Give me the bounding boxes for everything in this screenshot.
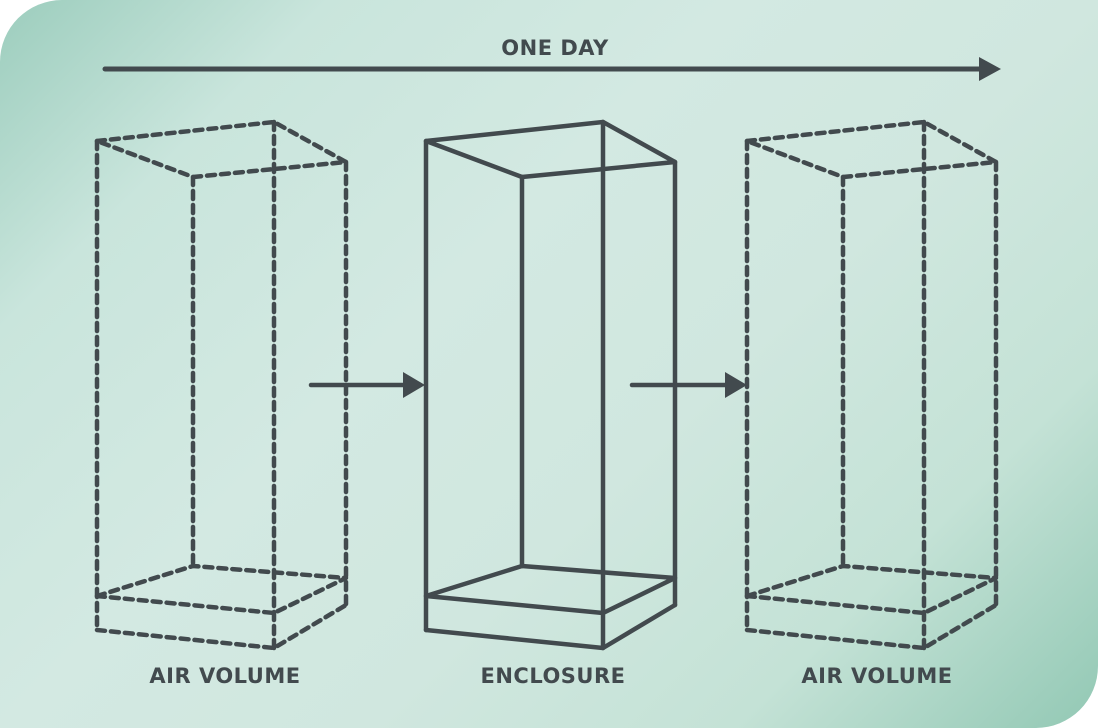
stage-label-air-volume-left: AIR VOLUME [149, 664, 301, 688]
timeline-label: ONE DAY [501, 36, 609, 60]
flow-arrow-in [308, 372, 425, 398]
stage-label-air-volume-right: AIR VOLUME [801, 664, 953, 688]
stage-label-enclosure: ENCLOSURE [480, 664, 626, 688]
air-volume-box-left [97, 122, 346, 648]
air-volume-box-right [747, 122, 996, 648]
flow-arrow-out [629, 372, 747, 398]
timeline-arrow [102, 57, 1001, 81]
